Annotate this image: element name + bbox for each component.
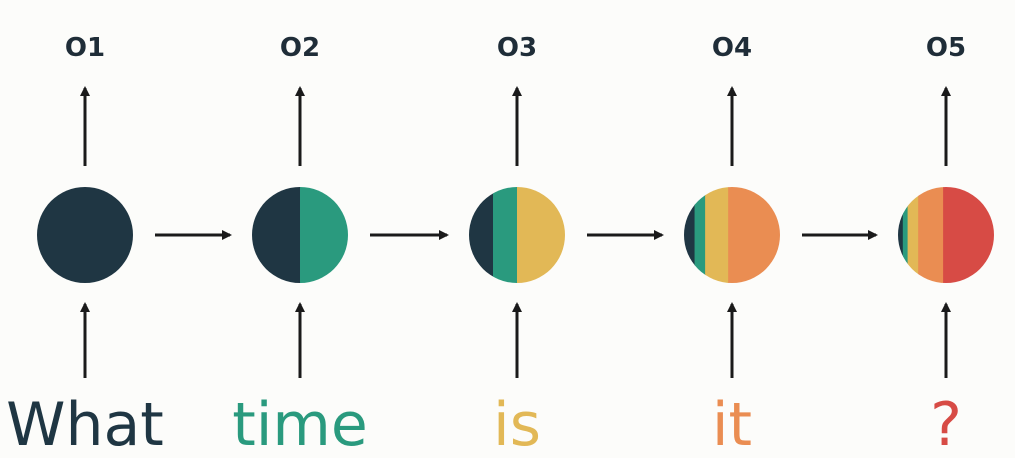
- state-stripe: [902, 187, 909, 283]
- output-label: O2: [280, 33, 320, 63]
- state-stripe: [493, 187, 518, 283]
- state-stripe: [252, 187, 301, 283]
- output-label: O3: [497, 33, 537, 63]
- output-label: O1: [65, 33, 105, 63]
- output-label: O5: [926, 33, 966, 63]
- input-word: it: [712, 390, 752, 458]
- state-stripe: [517, 187, 565, 283]
- input-word: What: [6, 390, 164, 458]
- state-stripe: [300, 187, 348, 283]
- state-stripe: [898, 187, 904, 283]
- state-stripe: [907, 187, 919, 283]
- hidden-state-node: [469, 187, 565, 283]
- hidden-state-node: [37, 187, 133, 283]
- state-stripe: [705, 187, 729, 283]
- input-word: is: [493, 390, 541, 458]
- timestep-2: O2 time: [232, 33, 449, 458]
- output-label: O4: [712, 33, 752, 63]
- state-stripe: [469, 187, 494, 283]
- state-stripe: [37, 187, 133, 283]
- timestep-3: O3 is: [469, 33, 664, 458]
- input-word: time: [232, 390, 368, 458]
- hidden-state-node: [252, 187, 348, 283]
- state-stripe: [684, 187, 696, 283]
- timestep-4: O4 it: [684, 33, 878, 458]
- input-word: ?: [930, 390, 962, 458]
- state-stripe: [728, 187, 780, 283]
- state-stripe: [694, 187, 706, 283]
- state-stripe: [943, 187, 994, 283]
- state-stripe: [918, 187, 944, 283]
- timestep-5: O5?: [898, 33, 994, 458]
- hidden-state-node: [684, 187, 780, 283]
- hidden-state-node: [898, 187, 994, 283]
